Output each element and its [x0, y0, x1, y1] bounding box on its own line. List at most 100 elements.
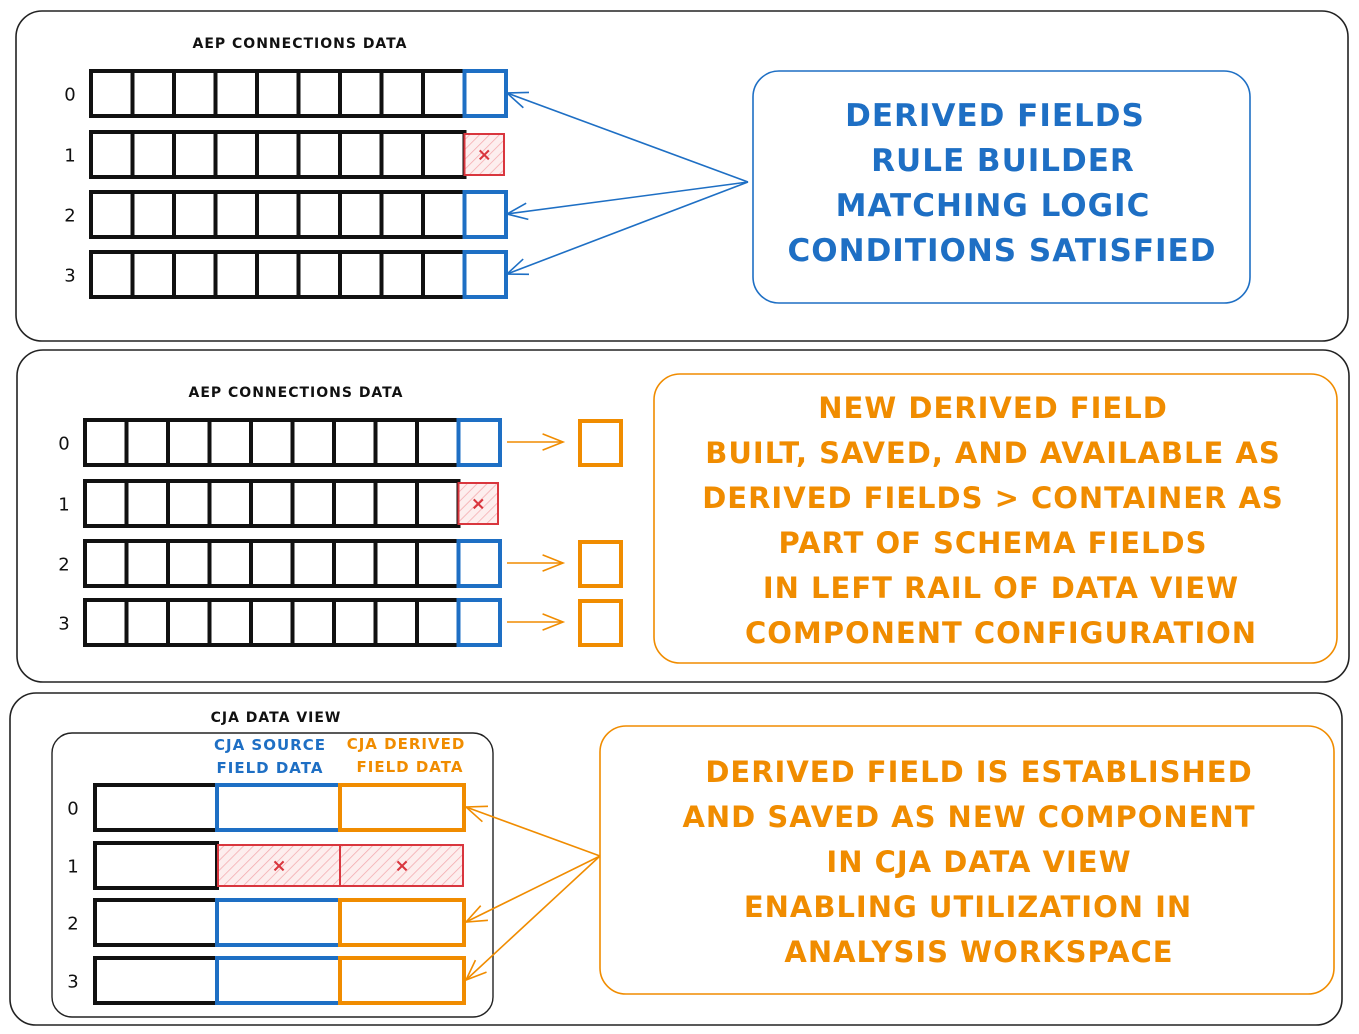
panel-derived-field-saved: AEP CONNECTIONS DATA 01×23 NEW DERIVED F…: [16, 349, 1350, 683]
callout-box: [599, 725, 1335, 995]
data-cell: [207, 418, 253, 467]
data-cell: [255, 130, 301, 179]
component-arrow: [465, 855, 601, 923]
callout-line: RULE BUILDER: [871, 143, 1135, 179]
base-data-cell: [93, 898, 219, 947]
data-rows: 0 1× 2 3: [64, 69, 508, 299]
data-cell: [379, 250, 425, 299]
derived-field-cell: [338, 898, 466, 947]
derived-match-cell: [462, 250, 508, 299]
callout-line: NEW DERIVED FIELD: [818, 391, 1168, 425]
data-cell: [338, 130, 384, 179]
data-cell: [83, 598, 129, 647]
base-data-cell: [93, 783, 219, 832]
callout-line: IN LEFT RAIL OF DATA VIEW: [763, 571, 1239, 605]
data-cell: [373, 418, 419, 467]
callout-text: DERIVED FIELD IS ESTABLISHED AND SAVED A…: [682, 755, 1254, 969]
data-cell: [89, 69, 135, 118]
data-cell: [290, 539, 336, 588]
data-cell: [166, 539, 212, 588]
component-arrow: [465, 855, 601, 981]
data-cell: [89, 130, 135, 179]
source-field-cell: [215, 898, 342, 947]
data-cell: [415, 539, 461, 588]
panel-cja-data-view: CJA DATA VIEW CJA SOURCE FIELD DATA CJA …: [9, 692, 1343, 1026]
data-cell: [213, 130, 259, 179]
data-cell: [172, 130, 218, 179]
data-cell: [83, 418, 129, 467]
data-cell: [338, 190, 384, 239]
derived-match-cell: [456, 598, 502, 647]
data-row: 3: [64, 250, 508, 299]
callout-line: ANALYSIS WORKSPACE: [784, 935, 1173, 969]
row-index-label: 2: [58, 555, 69, 576]
data-cell: [421, 130, 467, 179]
panel-title: AEP CONNECTIONS DATA: [189, 385, 404, 401]
data-view-frame: [51, 732, 494, 1018]
callout-line: COMPONENT CONFIGURATION: [745, 616, 1257, 650]
derived-field-cell: [578, 419, 623, 467]
derived-match-cell: [462, 190, 508, 239]
data-cell: [290, 418, 336, 467]
data-cell: [415, 479, 461, 528]
data-cell: [379, 190, 425, 239]
data-cell: [332, 539, 378, 588]
fail-x-icon: ×: [471, 494, 486, 515]
callout-text: NEW DERIVED FIELD BUILT, SAVED, AND AVAI…: [702, 391, 1284, 650]
data-cell: [332, 418, 378, 467]
data-cell: [172, 69, 218, 118]
data-row: 2: [58, 539, 502, 588]
data-cell: [172, 190, 218, 239]
row-index-label: 2: [67, 914, 78, 935]
arrows: [463, 805, 601, 982]
row-index-label: 3: [67, 972, 78, 993]
data-row: 2: [64, 190, 508, 239]
source-field-cell: [215, 783, 342, 832]
data-row: 1×: [64, 130, 505, 179]
base-data-cell: [93, 956, 219, 1005]
data-cell: [89, 250, 135, 299]
data-cell: [166, 418, 212, 467]
callout-box: [653, 373, 1338, 664]
data-row: 0: [64, 69, 508, 118]
panel-frame: [16, 349, 1350, 683]
derived-no-match-cell: [463, 133, 505, 176]
data-cell: [124, 598, 170, 647]
data-cell: [373, 539, 419, 588]
data-cell: [332, 598, 378, 647]
data-row: 3: [58, 598, 502, 647]
data-cell: [415, 418, 461, 467]
component-arrow-head: [464, 959, 487, 982]
data-cell: [296, 69, 342, 118]
data-cell: [255, 190, 301, 239]
callout-line: DERIVED FIELDS > CONTAINER AS: [702, 481, 1284, 515]
data-row: 3: [67, 956, 466, 1005]
data-rows: 01××23: [67, 783, 466, 1005]
data-cell: [338, 69, 384, 118]
panel-rule-builder: AEP CONNECTIONS DATA 01×23 DERIVED FIELD…: [15, 10, 1349, 342]
data-cell: [421, 69, 467, 118]
match-arrow-head: [504, 91, 530, 109]
derived-outputs: [507, 419, 623, 647]
row-index-label: 0: [58, 434, 69, 455]
data-cell: [255, 69, 301, 118]
data-cell: [130, 130, 176, 179]
derived-no-match-cell: [339, 844, 464, 887]
data-cell: [332, 479, 378, 528]
callout-line: DERIVED FIELD IS ESTABLISHED: [705, 755, 1252, 789]
callout-line: IN CJA DATA VIEW: [826, 845, 1131, 879]
data-cell: [373, 598, 419, 647]
data-cell: [124, 539, 170, 588]
data-cell: [249, 479, 295, 528]
data-rows: 01×23: [58, 418, 502, 647]
data-cell: [172, 250, 218, 299]
callout-line: DERIVED FIELDS: [845, 98, 1145, 134]
panel-frame: [15, 10, 1349, 342]
derive-arrow-head: [542, 433, 566, 451]
derived-match-cell: [456, 418, 502, 467]
callout-text: DERIVED FIELDS RULE BUILDER MATCHING LOG…: [788, 98, 1216, 269]
data-row: 1×: [58, 479, 499, 528]
derived-match-cell: [456, 539, 502, 588]
fail-x-icon: ×: [271, 856, 286, 877]
row-index-label: 1: [58, 495, 69, 516]
